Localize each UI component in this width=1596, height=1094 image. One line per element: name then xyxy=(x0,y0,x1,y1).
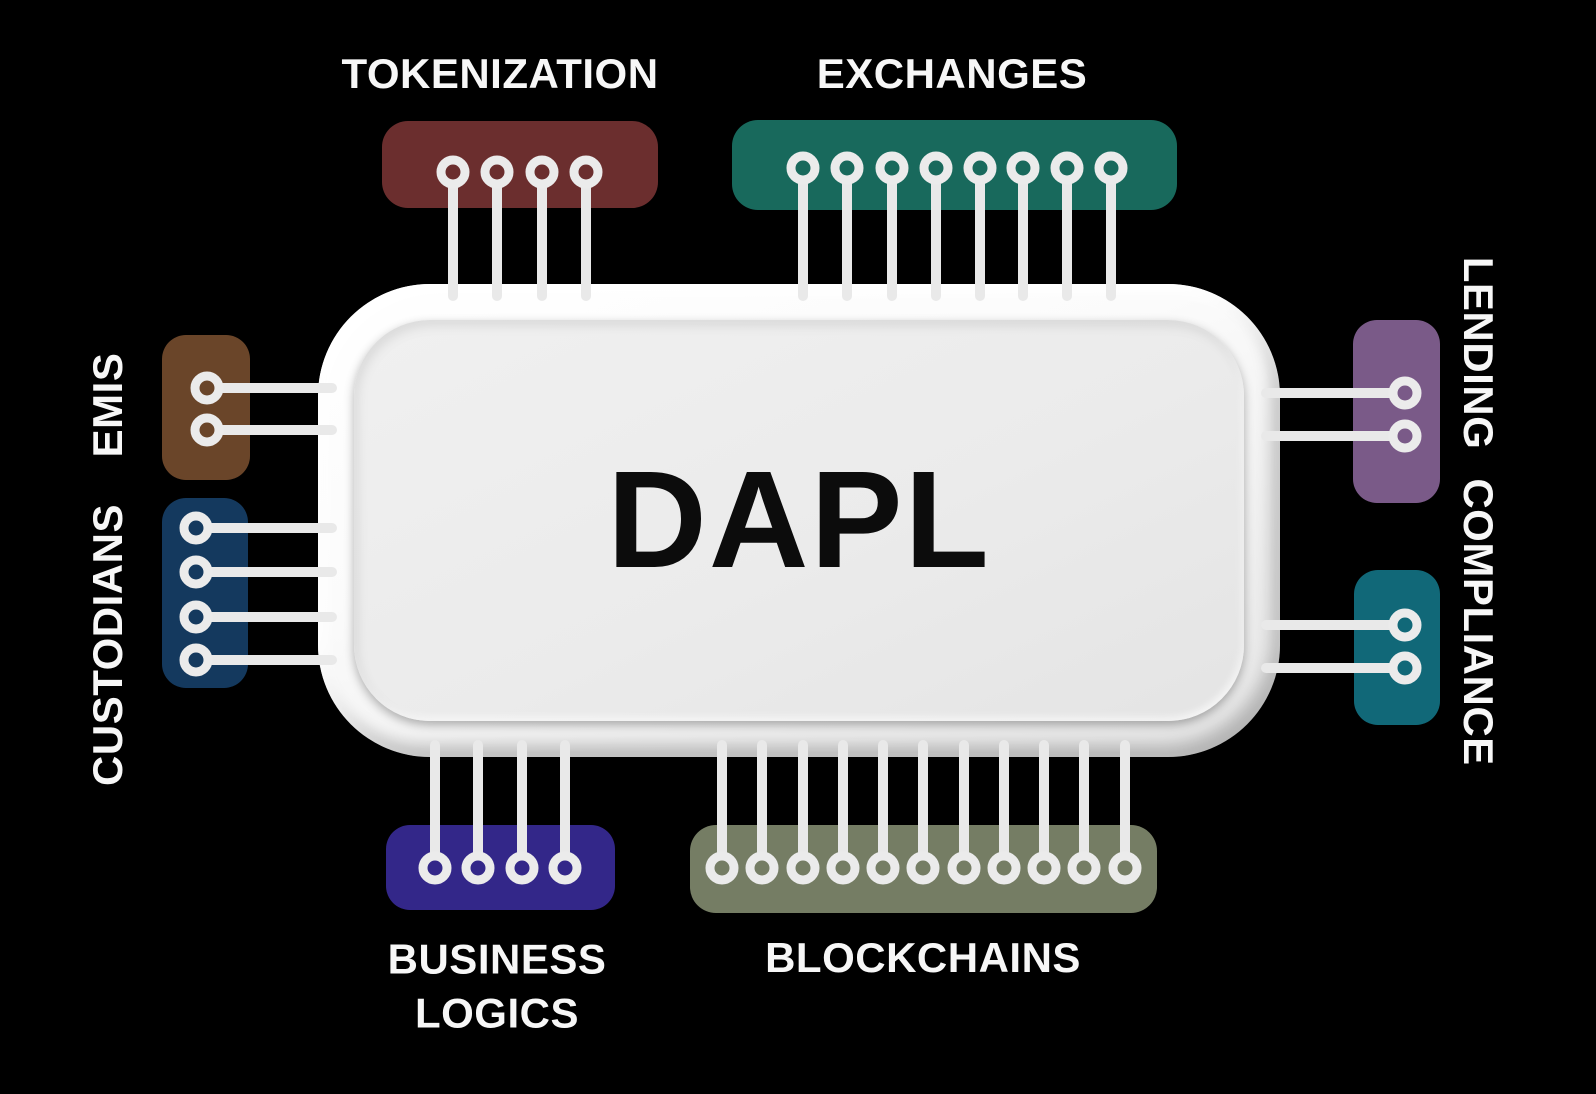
custodians-label: CUSTODIANS xyxy=(84,504,132,786)
chip-label: DAPL xyxy=(607,443,991,597)
custodians-box xyxy=(162,498,248,688)
compliance-box xyxy=(1354,570,1440,725)
chip-face: DAPL xyxy=(354,320,1244,721)
exchanges-label: EXCHANGES xyxy=(816,50,1088,98)
lending-box xyxy=(1353,320,1440,503)
emis-box xyxy=(162,335,250,480)
lending-label: LENDING xyxy=(1454,256,1502,450)
blockchains-box xyxy=(690,825,1157,913)
blockchains-label: BLOCKCHAINS xyxy=(765,934,1081,982)
dapl-chip: DAPL xyxy=(318,284,1280,757)
business-logics-box xyxy=(386,825,615,910)
business-logics-label: BUSINESS LOGICS xyxy=(387,935,607,1036)
emis-label: EMIS xyxy=(84,352,132,458)
compliance-label: COMPLIANCE xyxy=(1454,478,1502,766)
tokenization-box xyxy=(382,121,658,208)
exchanges-box xyxy=(732,120,1177,210)
tokenization-label: TOKENIZATION xyxy=(341,50,659,98)
